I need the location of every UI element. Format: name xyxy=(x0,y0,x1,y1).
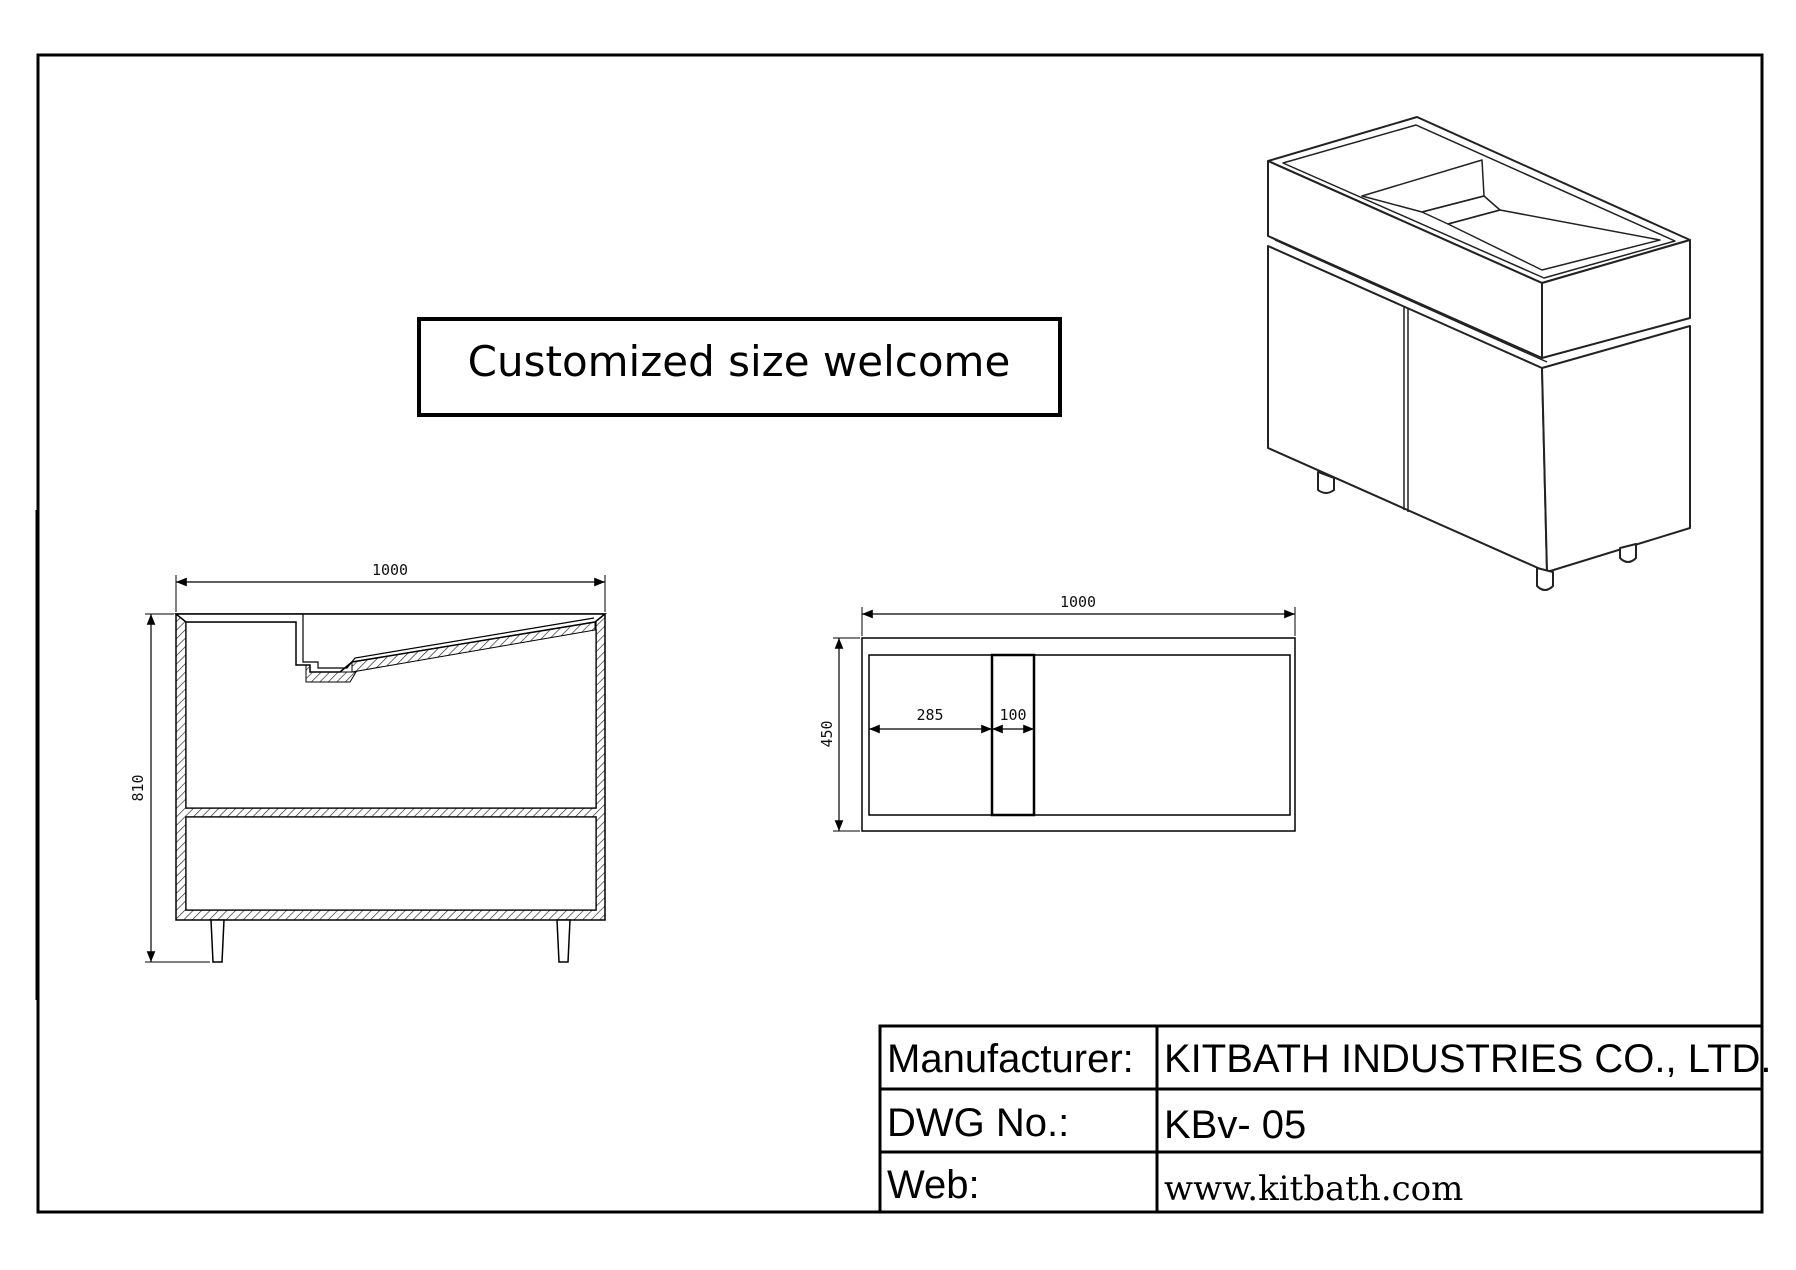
iso-leg-back-right xyxy=(1619,543,1637,563)
manufacturer-label: Manufacturer: xyxy=(887,1037,1134,1081)
side-section-view: 1000 810 xyxy=(129,561,608,963)
iso-basin-slope xyxy=(1447,209,1661,271)
drain-outlet xyxy=(296,664,357,683)
web-label: Web: xyxy=(887,1163,980,1207)
height-dimension-label: 810 xyxy=(129,774,147,801)
left-leg xyxy=(210,919,225,963)
iso-door-gap xyxy=(1274,239,1548,363)
top-width-dimension-label: 1000 xyxy=(1060,593,1096,611)
iso-counter-side xyxy=(1541,239,1691,359)
banner-frame xyxy=(417,317,1062,417)
top-basin-outline xyxy=(868,654,1291,816)
dwg-number-label: DWG No.: xyxy=(887,1101,1069,1145)
lower-cavity xyxy=(185,816,597,911)
top-plan-view: 1000 450 285 100 xyxy=(818,593,1296,832)
manufacturer-value: KITBATH INDUSTRIES CO., LTD. xyxy=(1164,1037,1771,1081)
iso-counter-rim xyxy=(1282,124,1676,279)
sink-slope-hatch xyxy=(351,621,596,673)
title-block-frame xyxy=(878,1024,1764,1214)
customized-size-banner: Customized size welcome xyxy=(417,317,1062,417)
web-value: www.kitbath.com xyxy=(1164,1169,1463,1209)
iso-leg-front-left xyxy=(1317,471,1335,494)
banner-text: Customized size welcome xyxy=(468,337,1011,386)
offset-dimension-label: 285 xyxy=(916,706,943,724)
sink-basin-edge xyxy=(302,614,595,669)
drain-slot xyxy=(990,653,1036,817)
slot-dimension-label: 100 xyxy=(999,706,1026,724)
iso-leg-front-right xyxy=(1536,567,1554,591)
iso-cabinet-side xyxy=(1541,325,1691,573)
depth-dimension-label: 450 xyxy=(818,720,836,747)
right-leg xyxy=(556,919,571,963)
dwg-number-value: KBv- 05 xyxy=(1164,1103,1306,1147)
width-dimension-label: 1000 xyxy=(372,561,408,579)
title-block: Manufacturer: KITBATH INDUSTRIES CO., LT… xyxy=(878,1024,1771,1214)
isometric-cabinet-view xyxy=(1267,116,1691,591)
